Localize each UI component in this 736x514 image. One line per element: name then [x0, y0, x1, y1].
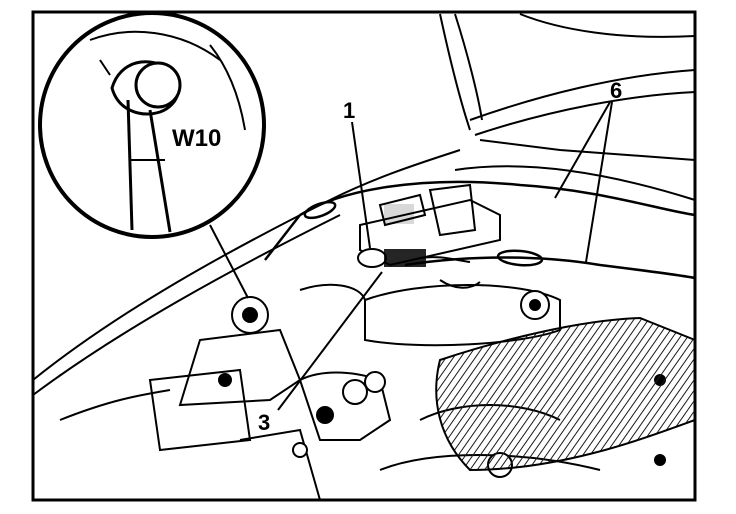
callout-leaders — [277, 101, 613, 411]
callout-w10: W10 — [172, 125, 221, 152]
detail-inset — [38, 11, 266, 239]
component-block — [359, 183, 501, 267]
callout-1: 1 — [343, 98, 355, 123]
cable-terminal — [357, 248, 481, 289]
wiring-harness — [264, 180, 696, 280]
callout-6: 6 — [610, 78, 622, 103]
insulation-mat — [435, 316, 696, 472]
fender-outline — [32, 149, 461, 421]
callout-3: 3 — [258, 410, 270, 435]
inset-leader-line — [209, 224, 249, 299]
hood-outline — [439, 13, 696, 201]
